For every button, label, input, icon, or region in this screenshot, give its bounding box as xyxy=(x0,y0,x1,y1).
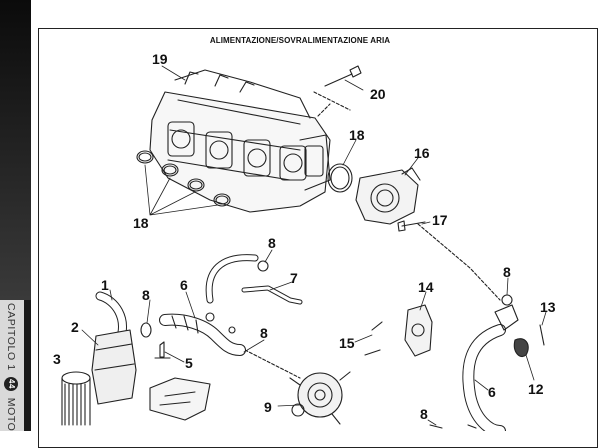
callout-5: 5 xyxy=(185,355,193,371)
intake-manifold-drawing xyxy=(149,69,331,213)
bolt-5-drawing xyxy=(154,341,171,359)
callout-8-middle: 8 xyxy=(260,325,268,341)
chapter-name: CAPITOLO 1 xyxy=(5,303,17,371)
callout-labels: 19 20 18 16 18 17 8 7 1 8 6 2 3 5 8 14 1… xyxy=(53,51,556,422)
callout-2: 2 xyxy=(71,319,79,335)
callout-7: 7 xyxy=(290,270,298,286)
callout-17: 17 xyxy=(432,212,448,228)
clamp-12-drawing xyxy=(513,338,529,358)
o-rings-18-drawing xyxy=(136,150,231,207)
throttle-body-drawing xyxy=(355,167,421,225)
o-ring-18-right-drawing xyxy=(327,163,353,193)
callout-18-left: 18 xyxy=(133,215,149,231)
callout-12: 12 xyxy=(528,381,544,397)
callout-8-bottom: 8 xyxy=(420,406,428,422)
clamps-8-bottom-drawing xyxy=(429,424,477,429)
callout-6-right: 6 xyxy=(488,384,496,400)
page-title: ALIMENTAZIONE/SOVRALIMENTAZIONE ARIA xyxy=(209,36,391,45)
callout-18-right: 18 xyxy=(349,127,365,143)
chapter-tab xyxy=(0,300,24,431)
callout-8-left: 8 xyxy=(142,287,150,303)
air-filter-drawing xyxy=(61,329,137,426)
chapter-label: CAPITOLO 1 44 MOTO xyxy=(4,303,18,431)
callout-6-left: 6 xyxy=(180,277,188,293)
callout-8-top: 8 xyxy=(268,235,276,251)
bracket-drawing xyxy=(149,377,211,421)
callout-9: 9 xyxy=(264,399,272,415)
callout-14: 14 xyxy=(418,279,434,295)
callout-19: 19 xyxy=(152,51,168,67)
sensor-14-drawing xyxy=(404,304,433,357)
callout-16: 16 xyxy=(414,145,430,161)
pipe-6-right-drawing xyxy=(462,294,519,431)
turbocharger-drawing xyxy=(289,371,351,425)
exploded-parts-diagram: 19 20 18 16 18 17 8 7 1 8 6 2 3 5 8 14 1… xyxy=(53,51,556,431)
leader-lines xyxy=(81,65,547,426)
page-number-badge: 44 xyxy=(4,377,18,392)
hose-7-drawing xyxy=(205,254,303,305)
bolts-15-drawing xyxy=(364,321,383,356)
section-name: MOTO xyxy=(5,397,17,432)
callout-15: 15 xyxy=(339,335,355,351)
callout-8-right: 8 xyxy=(503,264,511,280)
bolt-17-drawing xyxy=(397,220,426,232)
callout-20: 20 xyxy=(370,86,386,102)
callout-3: 3 xyxy=(53,351,61,367)
callout-1: 1 xyxy=(101,277,109,293)
sidebar-gradient xyxy=(0,0,31,300)
bolt-20-drawing xyxy=(324,65,362,87)
pipe-6-upper-drawing xyxy=(159,312,246,356)
pin-13-drawing xyxy=(539,324,545,346)
callout-13: 13 xyxy=(540,299,556,315)
